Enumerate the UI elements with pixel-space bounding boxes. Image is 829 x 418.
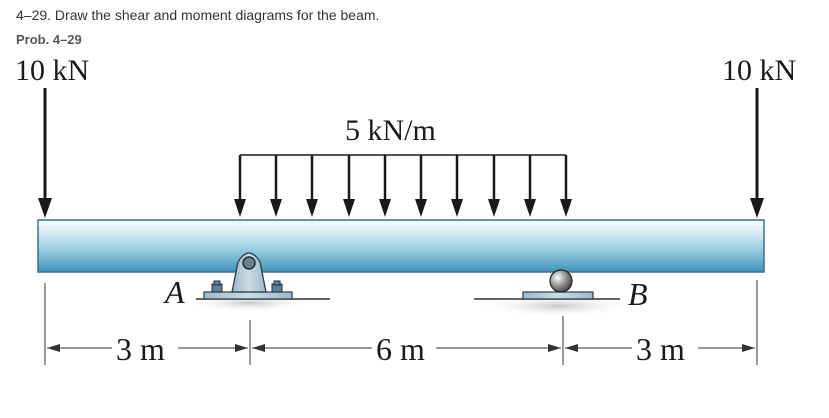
left-point-load-label: 10 kN	[15, 54, 89, 87]
distributed-load-arrow	[238, 155, 568, 202]
dimension-extension-lines	[44, 280, 758, 365]
right-span-label: 3 m	[636, 331, 685, 367]
problem-label: Prob. 4–29	[16, 32, 82, 47]
dimension-left-span: 3 m	[47, 331, 248, 367]
bolt-icon	[271, 280, 283, 293]
distributed-load-label: 5 kN/m	[345, 114, 436, 147]
left-span-label: 3 m	[116, 331, 165, 367]
support-a-label: A	[163, 274, 185, 310]
dimension-right-span: 3 m	[565, 331, 755, 367]
left-point-load-arrow	[38, 88, 52, 218]
pin-support-a	[203, 252, 293, 300]
support-b-label: B	[628, 276, 648, 312]
distributed-load-arrows	[234, 154, 572, 217]
beam	[37, 219, 765, 273]
right-point-load-arrow	[750, 88, 764, 218]
middle-span-label: 6 m	[376, 331, 425, 367]
support-b-shadow	[478, 295, 638, 317]
bolt-icon	[211, 280, 223, 293]
problem-statement: 4–29. Draw the shear and moment diagrams…	[16, 7, 380, 23]
right-point-load-label: 10 kN	[722, 54, 796, 87]
dimension-middle-span: 6 m	[252, 331, 561, 367]
roller-support-b	[522, 269, 594, 300]
